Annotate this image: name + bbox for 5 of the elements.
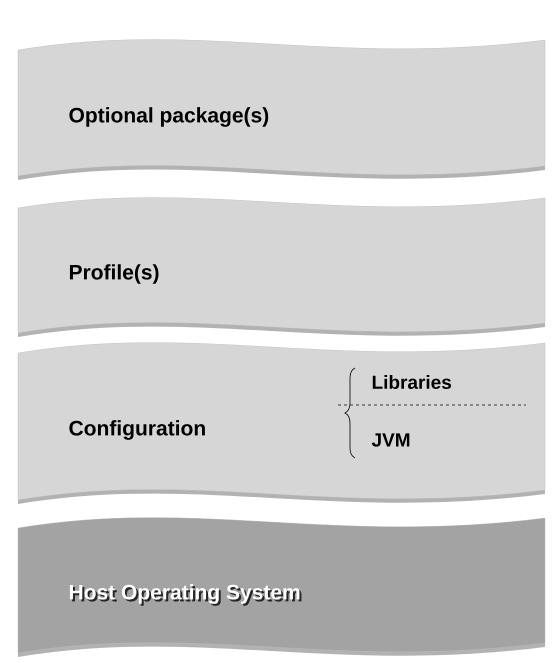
sub-label: JVM <box>372 433 410 447</box>
layer-band: Optional package(s) <box>18 39 546 180</box>
layer-band: Profile(s) <box>18 197 546 337</box>
layer-band: Host Operating System <box>18 517 546 657</box>
sub-label: Libraries <box>372 375 452 389</box>
